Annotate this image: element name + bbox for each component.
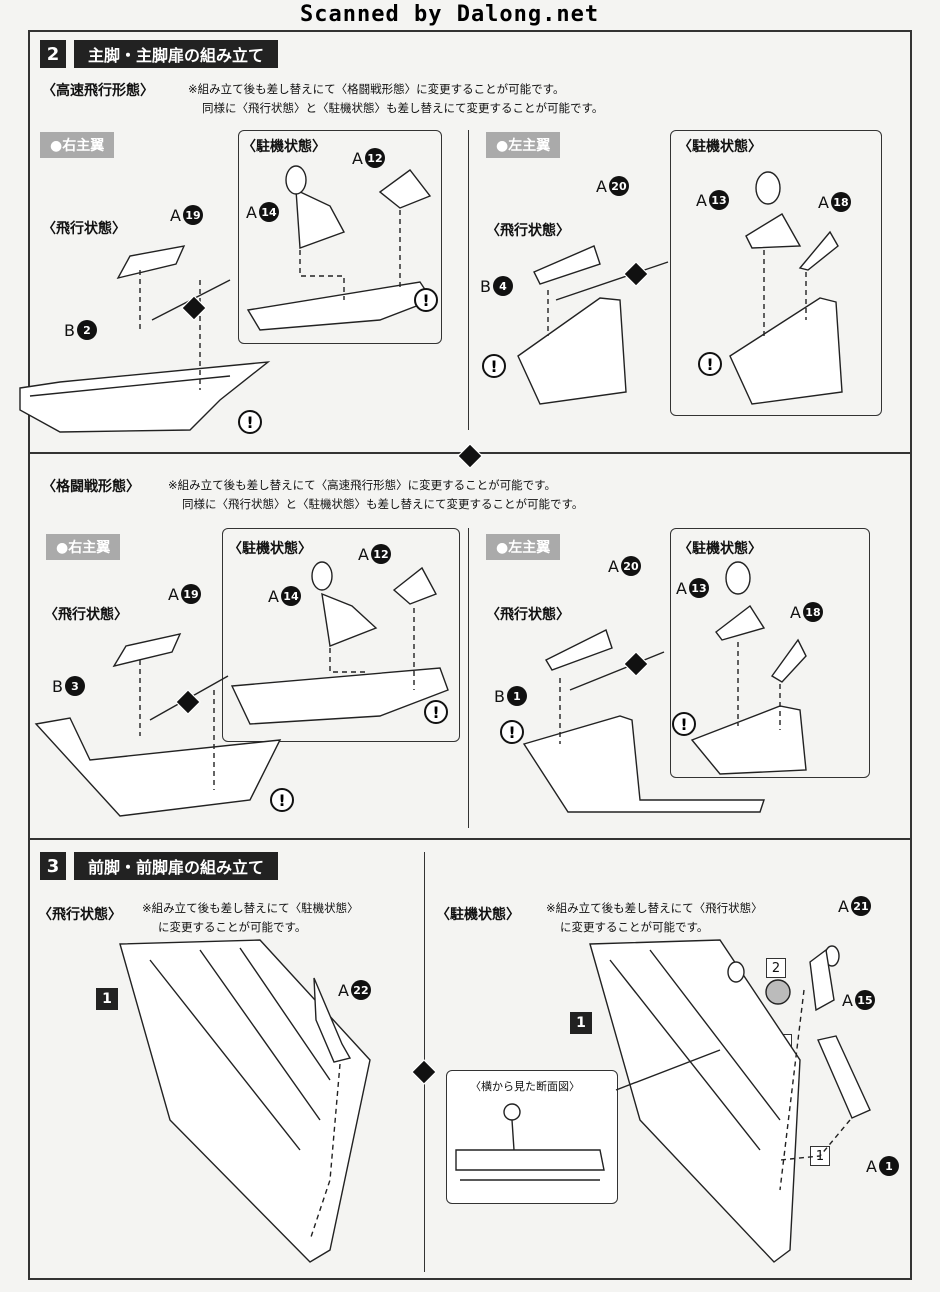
caution-mark: ! [490,357,497,376]
step-2-header: 2 主脚・主脚扉の組み立て [40,40,279,68]
step-divider [30,838,910,840]
hs-right-parked-label: 〈駐機状態〉 [242,139,326,155]
hs-left-flight-label: 〈飛行状態〉 [486,223,570,239]
df-left-parked-label: 〈駐機状態〉 [678,541,762,557]
hs-left-parked-panel [670,130,882,416]
caution-mark: ! [432,703,439,722]
df-left-flight-label: 〈飛行状態〉 [486,607,570,623]
caution-mark: ! [706,355,713,374]
step-2-number: 2 [40,40,66,68]
s3-flight-mode-label: 〈飛行状態〉 [38,907,122,923]
df-divider [468,528,469,828]
side-view-title: 〈横から見た断面図〉 [470,1080,580,1093]
side-view-box [446,1070,618,1204]
caution-mark: ! [422,291,429,310]
high-speed-note-1: ※組み立て後も差し替えにて〈格闘戦形態〉に変更することが可能です。 [188,82,565,96]
caution-mark: ! [246,413,253,432]
dogfight-mode-label: 〈格闘戦形態〉 [42,479,140,495]
dogfight-note-1: ※組み立て後も差し替えにて〈高速飛行形態〉に変更することが可能です。 [168,478,556,492]
watermark: Scanned by Dalong.net [300,2,600,27]
high-speed-mode-label: 〈高速飛行形態〉 [42,83,154,99]
s3-parked-note-1: ※組み立て後も差し替えにて〈飛行状態〉 [546,901,763,915]
s3-parked-step-box: 1 [570,1012,592,1034]
hs-right-wing-tag: ●右主翼 [40,132,115,158]
df-left-wing-tag: ●左主翼 [486,534,561,560]
caution-mark: ! [278,791,285,810]
hs-left-wing-tag: ●左主翼 [486,132,561,158]
s3-parked-mode-label: 〈駐機状態〉 [436,907,520,923]
hs-left-parked-label: 〈駐機状態〉 [678,139,762,155]
df-right-flight-label: 〈飛行状態〉 [44,607,128,623]
order-2: 2 [766,958,786,978]
df-right-parked-label: 〈駐機状態〉 [228,541,312,557]
step-2-title: 主脚・主脚扉の組み立て [74,40,279,68]
step-3-number: 3 [40,852,66,880]
step-3-header: 3 前脚・前脚扉の組み立て [40,852,279,880]
df-right-parked-panel [222,528,460,742]
caution-mark: ! [680,715,687,734]
step-3-title: 前脚・前脚扉の組み立て [74,852,279,880]
df-right-wing-tag: ●右主翼 [46,534,121,560]
df-left-parked-panel [670,528,870,778]
s3-parked-note-2: に変更することが可能です。 [560,920,709,934]
s3-flight-note-1: ※組み立て後も差し替えにて〈駐機状態〉 [142,901,359,915]
hs-right-flight-label: 〈飛行状態〉 [42,221,126,237]
s3-flight-note-2: に変更することが可能です。 [158,920,307,934]
high-speed-note-2: 同様に〈飛行状態〉と〈駐機状態〉も差し替えにて変更することが可能です。 [202,101,604,115]
hs-right-parked-panel [238,130,442,344]
page-frame [28,30,912,1280]
dogfight-note-2: 同様に〈飛行状態〉と〈駐機状態〉も差し替えにて変更することが可能です。 [182,497,584,511]
caution-mark: ! [508,723,515,742]
hs-divider [468,130,469,430]
s3-flight-step-box: 1 [96,988,118,1010]
